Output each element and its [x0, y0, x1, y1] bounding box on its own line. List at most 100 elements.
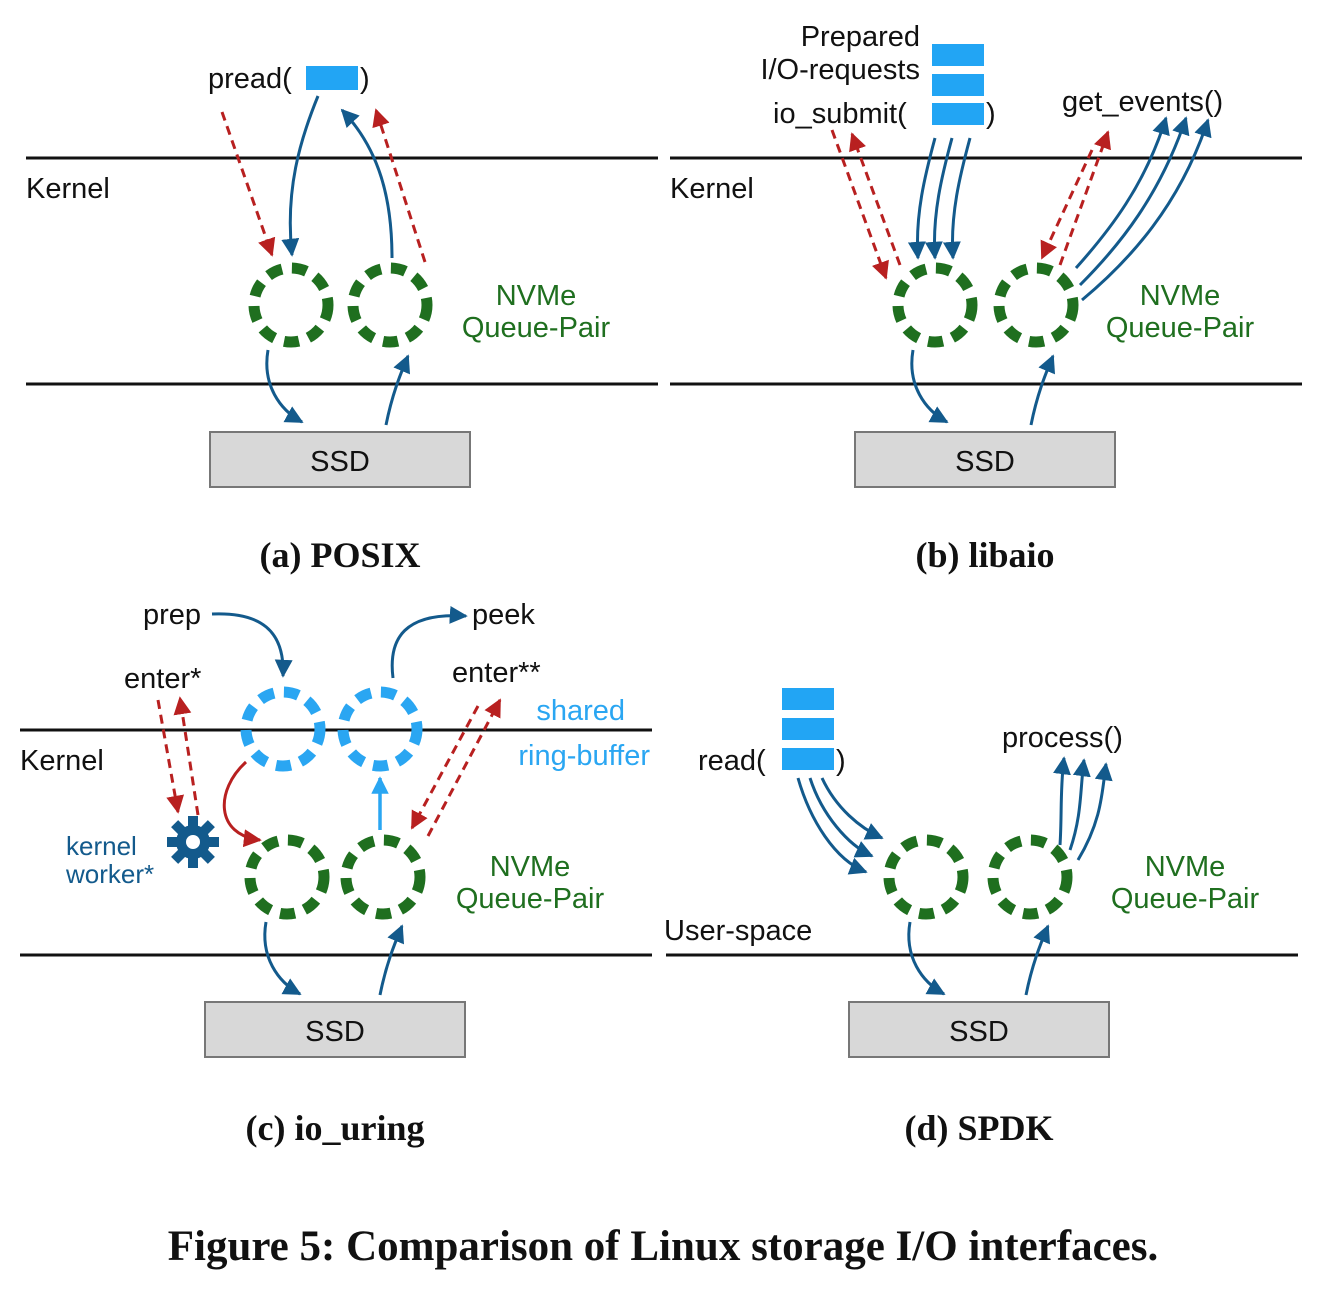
red-arrow-down	[1040, 149, 1094, 260]
io-request-icon	[932, 103, 984, 125]
blue-arrow-complete	[1078, 116, 1190, 287]
red-arrow-submit	[222, 760, 262, 848]
blue-arrow-from-ssd	[1024, 924, 1051, 996]
queue-label-line1: NVMe	[1140, 280, 1221, 312]
completion-ring-buffer	[337, 686, 423, 772]
queue-label-line1: NVMe	[496, 280, 577, 312]
blue-arrow-from-ssd	[1029, 354, 1056, 426]
panel-caption: (c) io_uring	[246, 1108, 425, 1148]
blue-arrow-submit	[907, 137, 937, 260]
peek-label: peek	[472, 599, 535, 631]
queue-label-line1: NVMe	[1145, 851, 1226, 883]
queue-label-line2: Queue-Pair	[1111, 883, 1260, 915]
blue-arrow-complete	[1068, 758, 1091, 851]
kernel-label: Kernel	[670, 173, 754, 205]
process-label: process()	[1002, 722, 1123, 754]
panel-io-uring: Kernel prep peek enter* enter** shared r…	[20, 599, 652, 1148]
ssd-label: SSD	[305, 1016, 365, 1048]
blue-arrow-complete	[1076, 762, 1113, 861]
panel-posix: Kernel pread( ) NVMe Queue-Pair SSD (a) …	[26, 63, 658, 575]
queue-label-line2: Queue-Pair	[1106, 312, 1255, 344]
red-arrow-down	[156, 699, 185, 814]
figure-caption: Figure 5: Comparison of Linux storage I/…	[168, 1223, 1159, 1270]
red-arrow-down	[830, 129, 889, 280]
red-arrow-up	[372, 108, 427, 263]
red-arrow-up	[849, 132, 902, 266]
ssd-label: SSD	[955, 446, 1015, 478]
queue-label-line1: NVMe	[490, 851, 571, 883]
kernel-worker-line2: worker*	[65, 859, 154, 889]
ssd-box	[848, 1001, 1110, 1058]
io-submit-label: io_submit(	[773, 98, 907, 130]
ssd-box	[209, 431, 471, 488]
completion-queue-ring	[347, 262, 433, 348]
blue-arrow-to-ssd	[263, 921, 302, 996]
read-label: read(	[698, 745, 766, 777]
ssd-label: SSD	[949, 1016, 1009, 1048]
blue-arrow-complete	[1053, 756, 1071, 846]
enter-label-2: enter**	[452, 657, 541, 689]
blue-arrow-from-ssd	[384, 354, 411, 426]
prepared-label-line1: Prepared	[801, 21, 920, 53]
blue-arrow-submit	[796, 777, 868, 875]
read-close: )	[836, 745, 846, 777]
blue-arrow-submit	[924, 137, 954, 260]
blue-arrow-submit	[281, 95, 320, 257]
queue-label-line2: Queue-Pair	[462, 312, 611, 344]
blue-arrow-to-ssd	[910, 349, 949, 424]
blue-arrow-to-ssd	[907, 921, 946, 996]
userspace-label: User-space	[664, 915, 812, 947]
panel-caption: (b) libaio	[915, 535, 1054, 575]
completion-queue-ring	[987, 834, 1073, 920]
submission-queue-ring	[248, 262, 334, 348]
panel-spdk: User-space read( ) process() NVMe Queue-…	[664, 688, 1298, 1148]
blue-arrow-peek	[390, 605, 468, 679]
red-arrow-down	[220, 111, 276, 257]
kernel-label: Kernel	[26, 173, 110, 205]
panel-caption: (d) SPDK	[904, 1108, 1053, 1148]
blue-arrow-complete	[340, 108, 394, 259]
blue-arrow-submit	[808, 777, 874, 858]
submission-ring-buffer	[240, 686, 326, 772]
red-arrow-down	[410, 705, 480, 830]
panel-caption: (a) POSIX	[260, 535, 421, 575]
completion-queue-ring	[993, 262, 1079, 348]
kernel-label: Kernel	[20, 745, 104, 777]
get-events-label: get_events()	[1062, 86, 1223, 118]
io-submit-close: )	[986, 98, 996, 130]
io-request-icon	[932, 74, 984, 96]
pread-close: )	[360, 63, 370, 95]
io-request-icon	[306, 66, 358, 90]
io-request-icon	[782, 718, 834, 740]
blue-arrow-submit	[820, 777, 884, 840]
io-request-icon	[932, 44, 984, 66]
red-arrow-up	[426, 698, 502, 837]
prepared-label-line2: I/O-requests	[760, 54, 920, 86]
gear-icon	[167, 816, 219, 868]
io-request-icon	[782, 748, 834, 770]
red-arrow-up	[1058, 130, 1111, 266]
blue-arrow-complete	[1081, 118, 1212, 302]
blue-arrow-submit	[942, 137, 972, 260]
pread-label: pread(	[208, 63, 292, 95]
enter-label: enter*	[124, 663, 201, 695]
shared-label-line2: ring-buffer	[518, 740, 650, 772]
blue-arrow-prep	[211, 612, 293, 678]
kernel-worker-line1: kernel	[66, 831, 137, 861]
submission-queue-ring	[892, 262, 978, 348]
blue-arrow-complete	[1074, 116, 1170, 270]
ssd-box	[854, 431, 1116, 488]
ssd-label: SSD	[310, 446, 370, 478]
prep-label: prep	[143, 599, 201, 631]
shared-label-line1: shared	[536, 695, 625, 727]
red-arrow-up	[173, 696, 200, 816]
blue-arrow-to-ssd	[265, 349, 304, 424]
blue-arrow-from-ssd	[378, 924, 405, 996]
submission-queue-ring	[883, 834, 969, 920]
ssd-box	[204, 1001, 466, 1058]
queue-label-line2: Queue-Pair	[456, 883, 605, 915]
completion-queue-ring	[340, 834, 426, 920]
submission-queue-ring	[244, 834, 330, 920]
panel-libaio: Kernel Prepared I/O-requests io_submit( …	[670, 21, 1302, 575]
